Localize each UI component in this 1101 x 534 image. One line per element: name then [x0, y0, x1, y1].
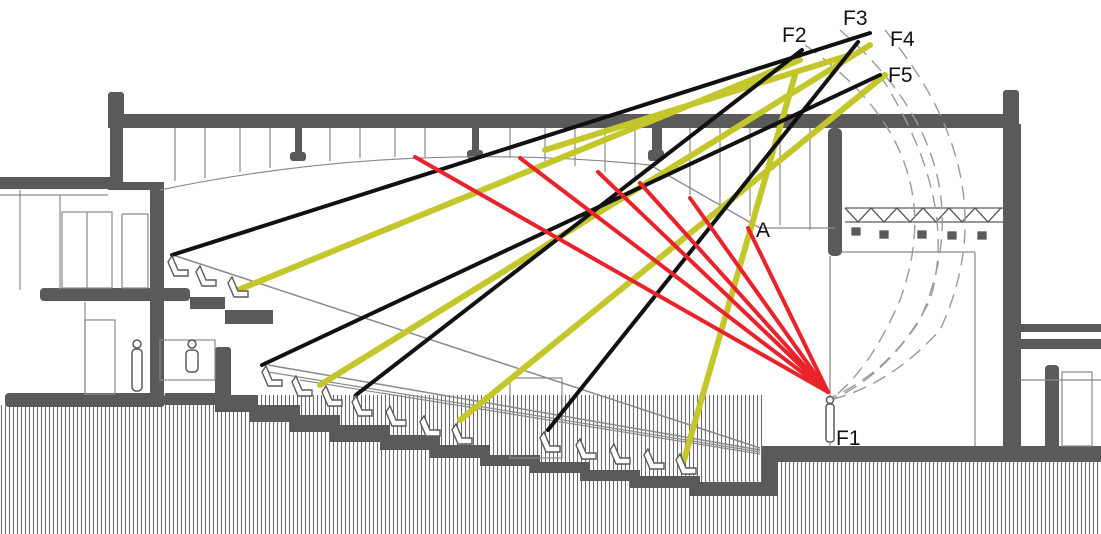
lighting-truss — [844, 207, 1003, 240]
reflector-arcs — [804, 29, 966, 401]
label-f3: F3 — [843, 7, 868, 30]
label-f5: F5 — [888, 64, 913, 87]
human-figures — [131, 339, 835, 443]
building-structure — [0, 90, 1101, 496]
red-reflection-rays — [413, 155, 830, 394]
black-rays — [170, 31, 882, 432]
audience-seats — [167, 254, 697, 475]
label-f2: F2 — [782, 24, 807, 47]
label-f4: F4 — [890, 28, 915, 51]
label-a: A — [756, 219, 770, 242]
interior-lines — [0, 128, 1101, 459]
label-f1: F1 — [836, 427, 861, 450]
